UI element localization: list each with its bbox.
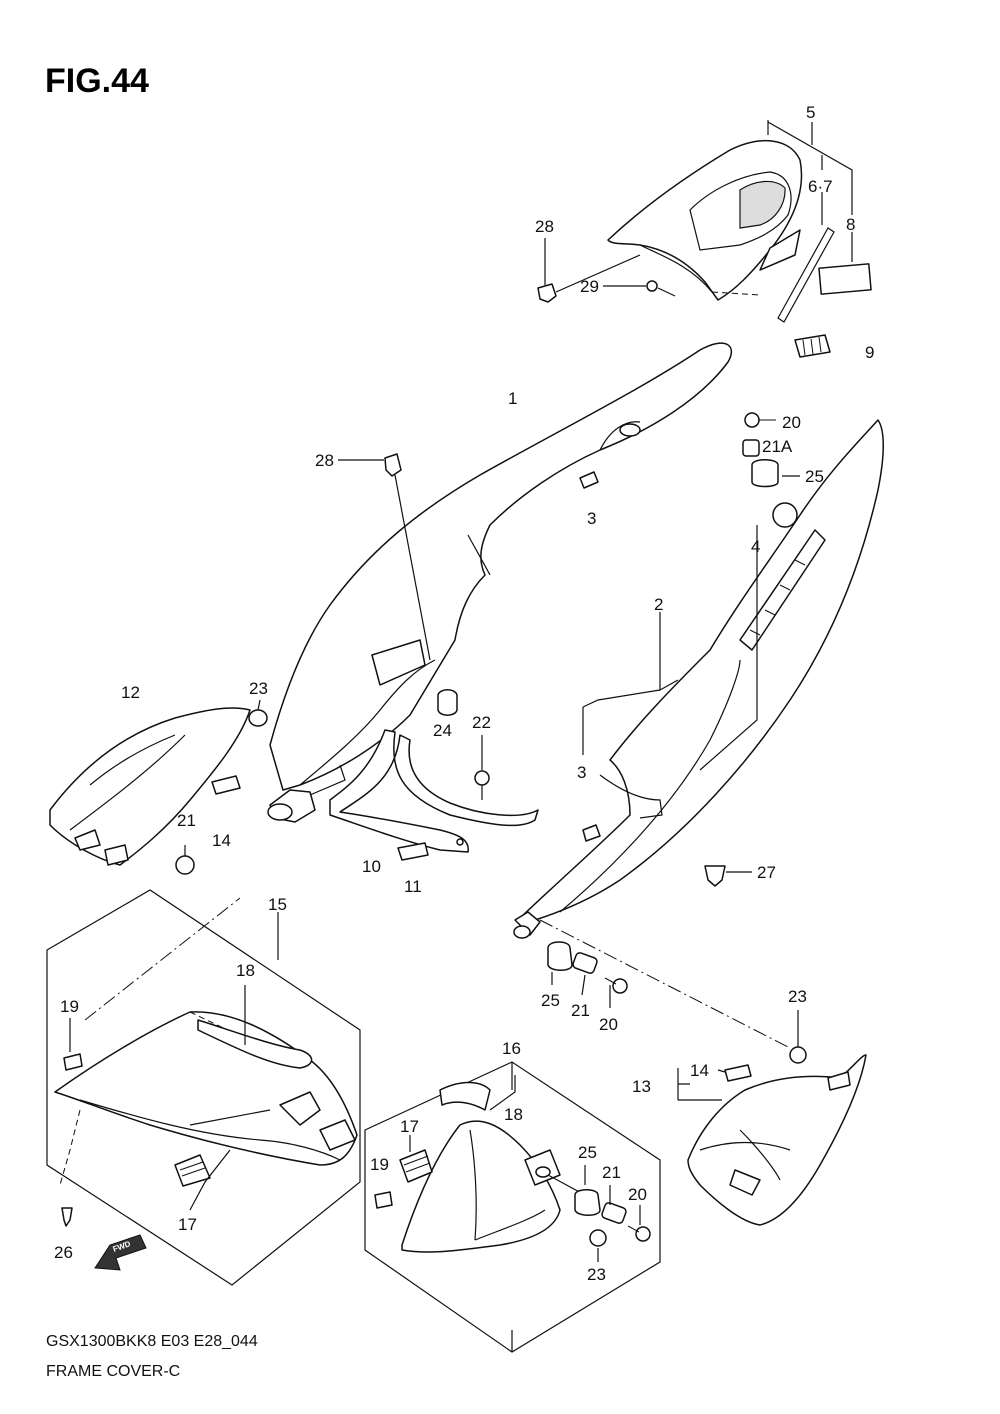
kit-panel-16	[364, 1061, 661, 1353]
callout-21a: 21	[177, 811, 196, 830]
seat-cowl-part	[607, 139, 803, 301]
connector-part	[794, 334, 831, 358]
callout-19a: 19	[60, 997, 79, 1016]
callout-28a: 28	[535, 217, 554, 236]
callout-23c: 23	[587, 1265, 606, 1284]
cushion-14a	[211, 775, 241, 795]
grommet-25c	[574, 1189, 601, 1216]
callout-25b: 25	[541, 991, 560, 1010]
callout-14b: 14	[690, 1061, 709, 1080]
figure-title: FIG.44	[45, 62, 149, 100]
callout-25c: 25	[578, 1143, 597, 1162]
callout-11: 11	[404, 877, 422, 896]
callout-3b: 3	[577, 763, 586, 782]
callout-19b: 19	[370, 1155, 389, 1174]
callout-23a: 23	[249, 679, 268, 698]
cushion-3b	[582, 824, 601, 842]
screw-part	[646, 280, 658, 292]
under-cover-right-part	[687, 1054, 867, 1226]
footer-model-code: GSX1300BKK8 E03 E28_044	[46, 1333, 258, 1350]
callout-21b: 21	[571, 1001, 590, 1020]
callout-20c: 20	[628, 1185, 647, 1204]
callout-3a: 3	[587, 509, 596, 528]
callout-21A: 21A	[762, 437, 793, 456]
callout-12: 12	[121, 683, 140, 702]
callout-6-7: 6·7	[808, 177, 833, 196]
grommet-23b	[789, 1046, 807, 1064]
grommet-24	[437, 689, 458, 716]
grommet-25b	[547, 941, 573, 971]
bolt-20a	[744, 412, 776, 428]
frame-cover-stay-part	[329, 729, 539, 853]
collar-21b	[572, 952, 598, 974]
grommet-23a	[248, 709, 268, 727]
kit-panel-15	[46, 889, 361, 1286]
callout-17a: 17	[400, 1117, 419, 1136]
bolt-20c	[627, 1225, 651, 1242]
callout-25a: 25	[805, 467, 824, 486]
callout-8: 8	[846, 215, 855, 234]
fwd-arrow-icon: FWD	[94, 1234, 147, 1271]
grommet-25a	[751, 459, 779, 488]
callout-15: 15	[268, 895, 287, 914]
callout-16: 16	[502, 1039, 521, 1058]
callout-13: 13	[632, 1077, 651, 1096]
callout-21c: 21	[602, 1163, 621, 1182]
callout-4: 4	[751, 537, 760, 556]
clip-26	[61, 1207, 73, 1227]
cushion-11	[397, 842, 429, 861]
under-cover-left-part	[49, 707, 251, 866]
pin-28b	[384, 453, 402, 477]
frame-cover-left-part	[267, 342, 733, 823]
callout-2: 2	[654, 595, 663, 614]
trim-clip-part	[537, 283, 557, 303]
frame-cover-right-part	[513, 419, 884, 939]
callout-labels: 5 6·7 8 28 29 9 1 20 21A 28 25 3 4 2 12 …	[54, 103, 874, 1284]
callout-22: 22	[472, 713, 491, 732]
callout-14a: 14	[212, 831, 231, 850]
callout-28b: 28	[315, 451, 334, 470]
callout-24: 24	[433, 721, 452, 740]
callout-9: 9	[865, 343, 874, 362]
callout-17b: 17	[178, 1215, 197, 1234]
callout-20b: 20	[599, 1015, 618, 1034]
callout-18b: 18	[504, 1105, 523, 1124]
collar-21c	[601, 1202, 627, 1224]
callout-23b: 23	[788, 987, 807, 1006]
callout-27: 27	[757, 863, 776, 882]
cushion-3a	[579, 471, 599, 489]
grommet-23c	[589, 1229, 607, 1247]
bolt-20b	[604, 977, 628, 994]
fastener-22	[474, 770, 490, 800]
collar-21A	[742, 439, 760, 457]
callout-26: 26	[54, 1243, 73, 1262]
callout-1: 1	[508, 389, 517, 408]
callout-20a: 20	[782, 413, 801, 432]
grommet-21a	[175, 855, 195, 875]
callout-5: 5	[806, 103, 815, 122]
callout-10: 10	[362, 857, 381, 876]
footer-figure-name: FRAME COVER-C	[46, 1363, 180, 1380]
cushion-14b	[724, 1064, 752, 1082]
seat-pad-part	[818, 263, 872, 295]
callout-29: 29	[580, 277, 599, 296]
clip-27	[704, 865, 726, 887]
callout-18a: 18	[236, 961, 255, 980]
seat-trim-strip	[777, 227, 835, 323]
